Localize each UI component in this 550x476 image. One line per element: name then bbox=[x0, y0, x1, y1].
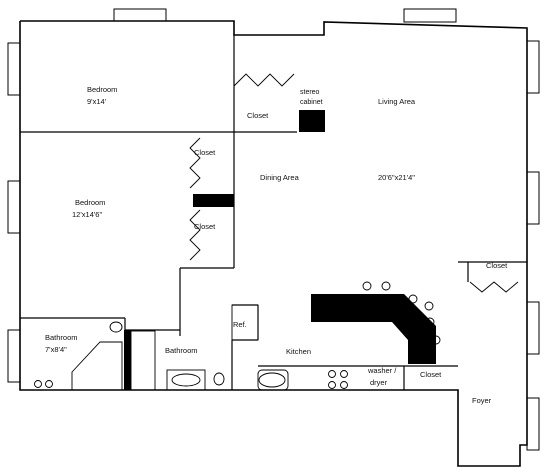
stool-2 bbox=[381, 281, 391, 291]
vanity-small-bath bbox=[71, 341, 123, 391]
label-cabinet: cabinet bbox=[300, 99, 323, 106]
room-name-bedroom-top: Bedroom bbox=[87, 85, 117, 94]
kitchen-sink-basin bbox=[258, 372, 286, 388]
window-right-3 bbox=[526, 301, 540, 355]
room-size-bedroom-top: 9'x14' bbox=[87, 97, 107, 106]
stool-1 bbox=[362, 281, 372, 291]
bath-fixtures bbox=[34, 321, 225, 391]
window-left-2 bbox=[7, 180, 21, 234]
room-name-bathroom-small: Bathroom bbox=[45, 333, 78, 342]
stool-5 bbox=[425, 317, 435, 327]
window-top-left bbox=[113, 8, 167, 22]
sink-small-bath bbox=[109, 321, 123, 333]
stool-6 bbox=[431, 335, 441, 345]
stereo-cabinet-block bbox=[299, 110, 325, 132]
refrigerator-box bbox=[231, 304, 259, 341]
sink-main-bath bbox=[171, 373, 201, 387]
label-refrigerator: Ref. bbox=[233, 320, 247, 329]
label-dryer: dryer bbox=[370, 378, 388, 387]
kitchen-fixtures bbox=[231, 281, 441, 391]
window-left-3 bbox=[7, 329, 21, 383]
closet-shelf-block bbox=[193, 194, 234, 207]
room-name-living-area: Living Area bbox=[378, 97, 416, 106]
room-size-living-area: 20'6"x21'4" bbox=[378, 173, 415, 182]
room-name-bedroom-left: Bedroom bbox=[75, 198, 105, 207]
window-right-1 bbox=[526, 40, 540, 94]
label-closet-lower-left: Closet bbox=[194, 222, 216, 231]
room-name-kitchen: Kitchen bbox=[286, 347, 311, 356]
label-closet-foyer: Closet bbox=[420, 370, 442, 379]
window-left-1 bbox=[7, 42, 21, 96]
label-stereo: stereo bbox=[300, 89, 320, 96]
vanity-main-bath bbox=[166, 369, 206, 391]
label-closet-top: Closet bbox=[247, 111, 269, 120]
label-closet-right: Closet bbox=[486, 261, 508, 270]
toilet-a bbox=[34, 380, 42, 388]
labels: Bedroom 9'x14' Bedroom 12'x14'6" Bathroo… bbox=[45, 85, 508, 405]
windows bbox=[7, 8, 540, 451]
closet-doors bbox=[189, 73, 519, 293]
toilet-main-bath bbox=[213, 372, 225, 386]
bathtub bbox=[130, 330, 156, 391]
stool-3 bbox=[408, 294, 418, 304]
label-washer: washer / bbox=[367, 366, 397, 375]
window-top-right bbox=[403, 8, 457, 23]
bathroom-divider bbox=[124, 330, 131, 390]
window-right-4 bbox=[526, 397, 540, 451]
dark-fixtures bbox=[124, 110, 436, 390]
room-name-bathroom-main: Bathroom bbox=[165, 346, 198, 355]
kitchen-counter bbox=[311, 294, 436, 364]
kitchen-sink bbox=[257, 369, 289, 391]
room-name-dining-area: Dining Area bbox=[260, 173, 300, 182]
window-right-2 bbox=[526, 171, 540, 225]
stool-4 bbox=[424, 301, 434, 311]
room-name-foyer: Foyer bbox=[472, 396, 492, 405]
room-size-bedroom-left: 12'x14'6" bbox=[72, 210, 102, 219]
toilet-b bbox=[45, 380, 53, 388]
room-size-bathroom-small: 7'x8'4" bbox=[45, 345, 67, 354]
label-closet-upper-left: Closet bbox=[194, 148, 216, 157]
